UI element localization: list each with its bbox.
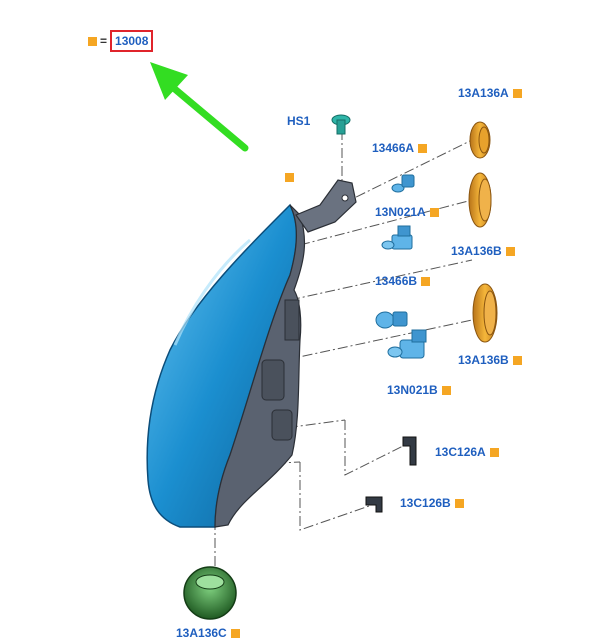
callout-13c126b[interactable]: 13C126B: [400, 496, 464, 510]
socket-icon-13n021a[interactable]: [381, 225, 413, 250]
orange-marker: [418, 143, 428, 153]
ring-icon-13a136b-top[interactable]: [468, 172, 492, 228]
callout-label[interactable]: 13466A: [372, 141, 415, 155]
callout-label[interactable]: HS1: [287, 114, 311, 128]
main-part-reference: = 13008: [88, 30, 154, 52]
socket-icon-13a136c[interactable]: [183, 566, 237, 620]
ring-icon-13a136b-bottom[interactable]: [472, 283, 498, 343]
equals-sign: =: [100, 34, 108, 48]
callout-label[interactable]: 13C126A: [435, 445, 486, 459]
bulb-icon-13466a[interactable]: [391, 174, 415, 193]
orange-marker: [512, 355, 522, 365]
callout-label[interactable]: 13A136A: [458, 86, 509, 100]
callout-label[interactable]: 13A136C: [176, 626, 227, 640]
ring-icon-13a136a[interactable]: [469, 121, 491, 159]
green-arrow: [150, 62, 249, 152]
orange-marker: [505, 246, 515, 256]
callout-13n021b[interactable]: 13N021B: [387, 383, 451, 397]
callout-13c126a[interactable]: 13C126A: [435, 445, 499, 459]
orange-marker: [489, 447, 499, 457]
callout-label[interactable]: 13N021B: [387, 383, 438, 397]
orange-marker: [441, 385, 451, 395]
callout-13a136b-bottom[interactable]: 13A136B: [458, 353, 522, 367]
callout-label[interactable]: 13466B: [375, 274, 418, 288]
orange-marker: [230, 628, 240, 638]
clip-icon-13c126b[interactable]: [365, 496, 383, 513]
part-number-13008[interactable]: 13008: [110, 30, 154, 52]
callout-13466b[interactable]: 13466B: [375, 274, 431, 288]
orange-marker: [512, 88, 522, 98]
orange-marker-housing: [285, 173, 294, 182]
callout-label[interactable]: 13N021A: [375, 205, 426, 219]
callout-13n021a[interactable]: 13N021A: [375, 205, 439, 219]
screw-icon[interactable]: [331, 114, 351, 135]
orange-marker: [429, 207, 439, 217]
leader-lines: [214, 130, 473, 575]
orange-marker: [88, 36, 97, 46]
callout-13466a[interactable]: 13466A: [372, 141, 428, 155]
orange-marker: [454, 498, 464, 508]
callout-label[interactable]: 13C126B: [400, 496, 451, 510]
orange-marker: [421, 276, 431, 286]
headlamp-housing[interactable]: [146, 179, 357, 528]
callout-13a136b-top[interactable]: 13A136B: [451, 244, 515, 258]
socket-icon-13n021b[interactable]: [387, 329, 427, 359]
callout-13a136a[interactable]: 13A136A: [458, 86, 522, 100]
callout-label[interactable]: 13A136B: [451, 244, 502, 258]
clip-icon-13c126a[interactable]: [402, 436, 417, 466]
callout-13a136c[interactable]: 13A136C: [176, 626, 240, 640]
callout-hs1[interactable]: HS1: [287, 114, 310, 128]
bulb-icon-13466b[interactable]: [375, 311, 408, 329]
callout-label[interactable]: 13A136B: [458, 353, 509, 367]
